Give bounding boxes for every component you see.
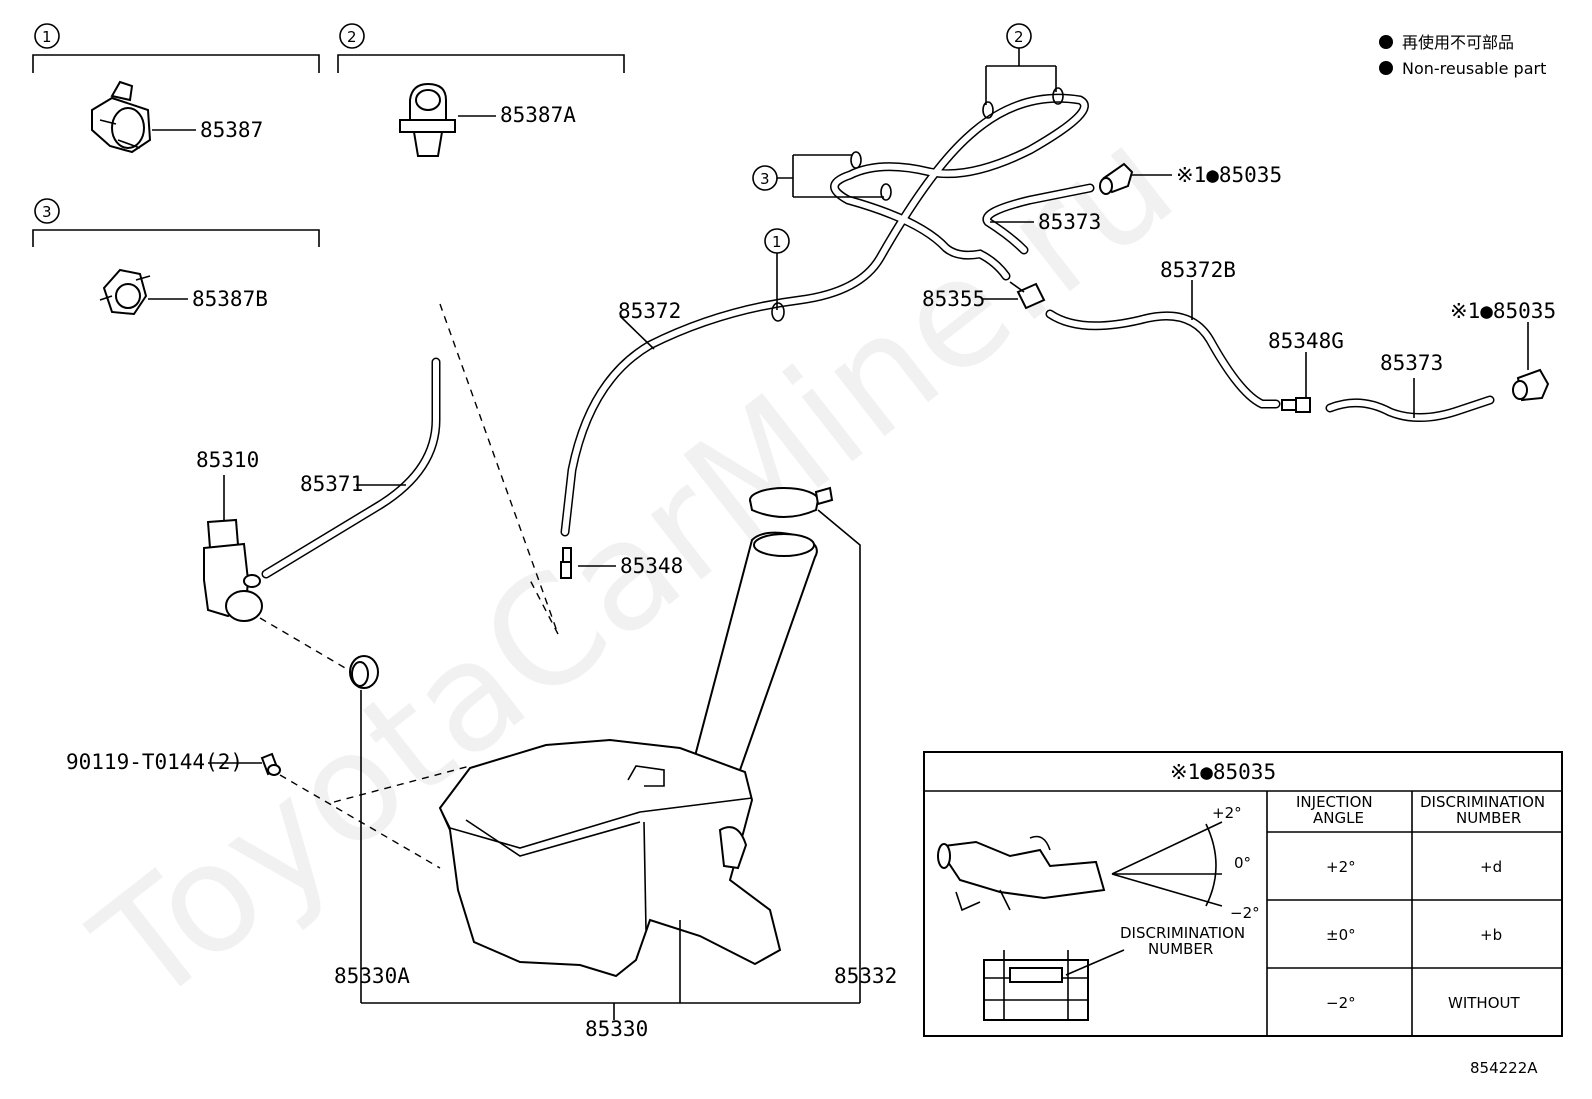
hose-85371: [261, 357, 441, 579]
group-indicator-dashes: [439, 303, 559, 635]
row-3-disc: WITHOUT: [1448, 994, 1520, 1012]
col-disc-line1: DISCRIMINATION: [1420, 793, 1545, 811]
hose-85372B-label: 85372B: [1160, 258, 1236, 282]
hose-85373-right-label: 85373: [1380, 351, 1443, 375]
injection-angle-table: ※1●85035 INJECTION ANGLE DISCRIMINATION …: [923, 751, 1563, 1037]
col-angle-line2: ANGLE: [1313, 809, 1364, 827]
col-angle-line1: INJECTION: [1296, 793, 1373, 811]
clip-callout-1: 1: [764, 228, 790, 322]
row-1-disc: +d: [1480, 858, 1502, 876]
joint-85348-icon: [560, 547, 572, 579]
group-3-bracket: [32, 229, 320, 247]
part-85387A-label: 85387A: [500, 103, 576, 127]
legend: 再使用不可部品 Non-reusable part: [1379, 33, 1546, 78]
connector-85355-label: 85355: [922, 287, 985, 311]
tank-bracket: [361, 920, 860, 1020]
washer-tank-icon: [438, 531, 818, 978]
clip-85387-icon: [91, 80, 152, 154]
bolt-dashes-2: [333, 765, 471, 803]
tank-cap-icon: [749, 486, 834, 518]
grommet-85330A-label: 85330A: [334, 964, 410, 988]
group-1-bracket: [32, 54, 320, 73]
hose-85372B: [1045, 309, 1281, 409]
non-reusable-dot-icon: [1379, 35, 1393, 49]
group-3: 3 85387B: [32, 198, 320, 316]
cap-85332-label: 85332: [834, 964, 897, 988]
row-2-disc: +b: [1480, 926, 1502, 944]
group-3-badge: [34, 198, 60, 224]
joint-85348G-icon: [1281, 397, 1311, 413]
angle-zero: 0°: [1234, 854, 1251, 872]
nozzle-connector-icon: [983, 949, 1125, 1021]
clip-callout-3: 3: [752, 151, 892, 201]
joint-85348-label: 85348: [620, 554, 683, 578]
hose-85373-right: [1325, 395, 1495, 423]
nozzle-top-label: ※1●85035: [1176, 163, 1282, 187]
part-85387B-label: 85387B: [192, 287, 268, 311]
tank-85330-label: 85330: [585, 1017, 648, 1041]
group-indicator-dashes-2: [529, 579, 559, 635]
clip-callout-3-number: 3: [760, 170, 770, 188]
hose-85371-label: 85371: [300, 472, 363, 496]
row-1-angle: +2°: [1326, 858, 1356, 876]
joint-85348G-label: 85348G: [1268, 329, 1344, 353]
group-1-number: 1: [42, 28, 52, 46]
part-85387-label: 85387: [200, 118, 263, 142]
washer-nozzle-top-icon: [1099, 162, 1134, 195]
nozzle-right-label: ※1●85035: [1450, 299, 1556, 323]
disc-callout-line1: DISCRIMINATION: [1120, 924, 1245, 942]
bolt-dashes: [279, 774, 441, 869]
pump-to-grommet-dashes: [259, 617, 353, 673]
legend-jp: 再使用不可部品: [1402, 33, 1514, 52]
hose-85372-label: 85372: [618, 299, 681, 323]
hose-85372: [560, 93, 1089, 537]
non-reusable-dot-icon: [1379, 61, 1393, 75]
clip-callout-2-number: 2: [1014, 28, 1024, 46]
table-title: ※1●85035: [1170, 760, 1276, 784]
washer-nozzle-right-icon: [1512, 368, 1550, 402]
pump-85310-label: 85310: [196, 448, 259, 472]
figure-id: 854222A: [1470, 1059, 1538, 1077]
disc-callout-line2: NUMBER: [1148, 940, 1213, 958]
bolt-icon: [260, 752, 281, 776]
bolt-label: 90119-T0144(2): [66, 750, 243, 774]
group-2-badge: [339, 23, 365, 49]
angle-plus2: +2°: [1212, 804, 1242, 822]
cap-leader: [817, 509, 861, 1003]
hose-85373-top-label: 85373: [1038, 210, 1101, 234]
connector-85355-icon: [1009, 281, 1046, 310]
group-2: 2 85387A: [337, 23, 625, 157]
row-3-angle: −2°: [1326, 994, 1356, 1012]
grommet-icon: [349, 655, 379, 689]
nozzle-spray-angle-icon: [937, 821, 1223, 912]
clip-85387A-icon: [399, 82, 456, 157]
hose-85373-top: [982, 183, 1095, 255]
washer-pump-icon: [203, 518, 263, 622]
group-3-number: 3: [42, 203, 52, 221]
col-disc-line2: NUMBER: [1456, 809, 1521, 827]
group-2-number: 2: [347, 28, 357, 46]
legend-en: Non-reusable part: [1402, 59, 1546, 78]
group-1-badge: [34, 23, 60, 49]
clip-callout-2: 2: [982, 23, 1064, 119]
angle-minus2: −2°: [1230, 904, 1260, 922]
row-2-angle: ±0°: [1326, 926, 1356, 944]
group-1: 1 85387: [32, 23, 320, 154]
group-2-bracket: [337, 54, 625, 73]
hose-85372-leader: [619, 315, 655, 350]
clip-85387B-icon: [99, 268, 151, 316]
clip-callout-1-number: 1: [772, 233, 782, 251]
